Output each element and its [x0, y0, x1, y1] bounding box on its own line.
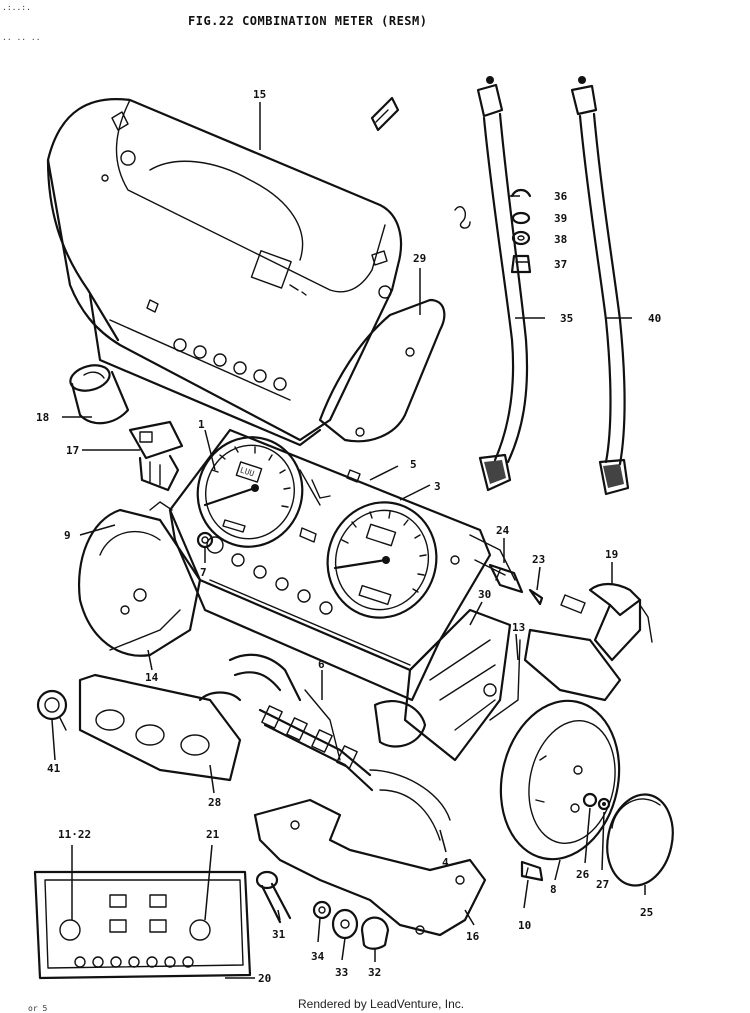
- part-35-speedometer-cable: [476, 76, 529, 492]
- meter-case: [168, 428, 516, 702]
- callout-37: 37: [554, 258, 567, 271]
- callout-19: 19: [605, 548, 618, 561]
- callout-5: 5: [410, 458, 417, 471]
- callout-39: 39: [554, 212, 567, 225]
- part-38-nut: [511, 230, 531, 246]
- callout-33: 33: [335, 966, 348, 979]
- callout-28: 28: [208, 796, 221, 809]
- callout-13: 13: [512, 621, 525, 634]
- callout-6: 6: [318, 658, 325, 671]
- part-19-bracket: [560, 582, 653, 662]
- callout-4: 4: [442, 856, 449, 869]
- part-25-cap: [606, 793, 674, 887]
- callout-1: 1: [198, 418, 205, 431]
- part-31-bolt: [255, 870, 292, 924]
- callout-3: 3: [434, 480, 441, 493]
- callout-24: 24: [496, 524, 510, 537]
- part-32-cushion: [360, 916, 390, 950]
- callout-11-22: 11·22: [58, 828, 91, 841]
- diagram-title: FIG.22 COMBINATION METER (RESM): [188, 14, 427, 28]
- part-27-nut: [597, 797, 611, 811]
- callout-34: 34: [311, 950, 325, 963]
- callout-41: 41: [47, 762, 61, 775]
- part-1-tachometer: LUU: [196, 436, 304, 548]
- callout-30: 30: [478, 588, 491, 601]
- part-17-switch-block: [128, 420, 184, 492]
- callout-labels: 15 29 36 39 38 37 35 40 18 17 1 5 3 9 7 …: [36, 88, 661, 985]
- part-28-lower-plate: [78, 673, 242, 782]
- footer-credit: Rendered by LeadVenture, Inc.: [298, 997, 464, 1011]
- part-33-washer: [331, 908, 359, 940]
- callout-7: 7: [200, 566, 207, 579]
- part-36-clip: [454, 188, 532, 229]
- part-8-drive-housing: [499, 699, 621, 861]
- part-23-screw: [528, 588, 544, 606]
- part-16-mounting-bracket: [253, 798, 487, 937]
- part-14-wire: [109, 609, 181, 651]
- front-arrow-icon: [370, 96, 400, 132]
- part-24-bolt: [488, 563, 524, 594]
- callout-27: 27: [596, 878, 609, 891]
- part-29-side-cover: [318, 298, 446, 443]
- part-10-screw: [520, 860, 544, 882]
- part-39-washer: [511, 211, 531, 225]
- tach-display-mark: LUU: [239, 465, 256, 478]
- part-3-speedometer: [326, 501, 438, 619]
- corner-scan-mark: .:..:.: [2, 3, 31, 12]
- callout-16: 16: [466, 930, 480, 943]
- callout-35: 35: [560, 312, 573, 325]
- corner-page-mark: or 5: [28, 1004, 47, 1013]
- part-34-nut: [312, 900, 332, 920]
- callout-25: 25: [640, 906, 653, 919]
- part-40-tachometer-cable: [570, 76, 630, 496]
- part-30-rear-case: [403, 608, 622, 762]
- callout-15: 15: [253, 88, 266, 101]
- callout-26: 26: [576, 868, 590, 881]
- callout-9: 9: [64, 529, 71, 542]
- callout-23: 23: [532, 553, 545, 566]
- part-20-panel-plate: [33, 870, 252, 980]
- part-13-wire: [489, 639, 521, 721]
- part-15-meter-cover: [46, 98, 402, 442]
- part-7-socket: [196, 531, 214, 549]
- part-9-lamp-housing: [78, 501, 202, 657]
- part-37-fitting: [510, 254, 532, 274]
- corner-scan-mark-2: .. .. ..: [2, 33, 41, 42]
- callout-32: 32: [368, 966, 381, 979]
- callout-36: 36: [554, 190, 568, 203]
- callout-29: 29: [413, 252, 426, 265]
- callout-38: 38: [554, 233, 567, 246]
- callout-31: 31: [272, 928, 286, 941]
- bezel-lamp-row: [88, 293, 322, 447]
- callout-17: 17: [66, 444, 79, 457]
- callout-8: 8: [550, 883, 557, 896]
- callout-18: 18: [36, 411, 49, 424]
- callout-leaders: [51, 102, 646, 979]
- part-41-pilot-lamp: [36, 689, 68, 731]
- callout-14: 14: [145, 671, 159, 684]
- part-26-washer: [582, 792, 598, 808]
- part-6-wiring-harness: [198, 653, 451, 841]
- callout-10: 10: [518, 919, 531, 932]
- callout-20: 20: [258, 972, 271, 985]
- callout-40: 40: [648, 312, 661, 325]
- callout-21: 21: [206, 828, 220, 841]
- part-18-socket-cup: [69, 364, 130, 425]
